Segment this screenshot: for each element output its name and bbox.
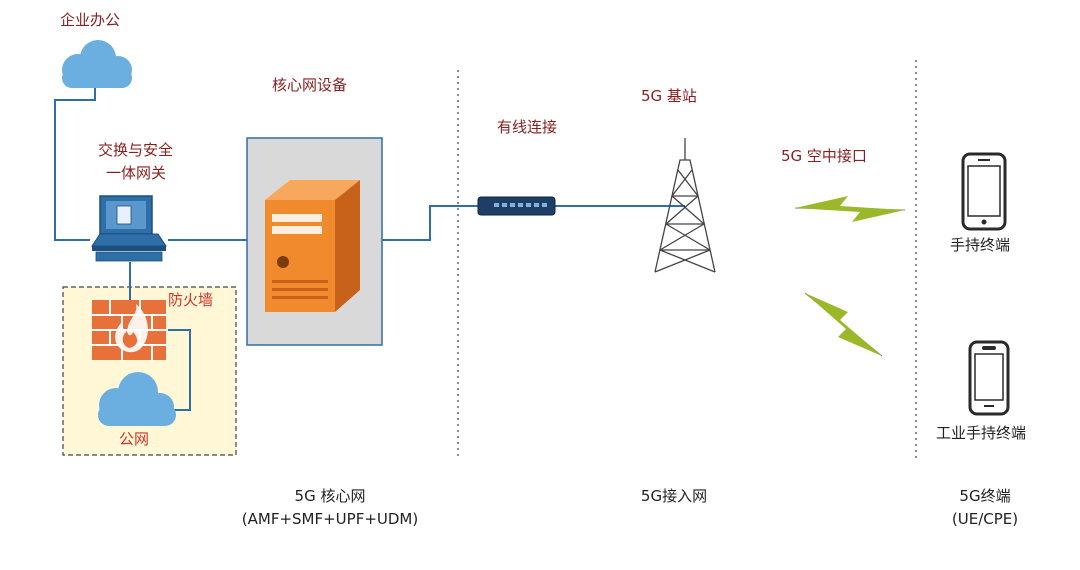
section-core-subtitle: (AMF+SMF+UPF+UDM) <box>241 510 419 528</box>
smartphone-icon <box>961 152 1007 231</box>
cloud-icon <box>62 40 132 88</box>
gateway-computer-icon <box>91 195 167 262</box>
label-industrial-handheld-terminal: 工业手持终端 <box>936 424 1027 442</box>
link-lines <box>54 88 685 411</box>
label-core-network-equipment: 核心网设备 <box>272 76 348 94</box>
lightning-icon <box>804 292 883 357</box>
tower-icon <box>654 138 716 273</box>
section-terminal-subtitle: (UE/CPE) <box>951 510 1019 528</box>
link-office-gateway <box>54 88 96 241</box>
section-terminal-title: 5G终端 <box>959 487 1011 505</box>
firewall-icon <box>92 300 166 360</box>
industrial-phone-icon <box>968 340 1010 416</box>
section-core-title: 5G 核心网 <box>294 487 366 505</box>
label-enterprise-office: 企业办公 <box>60 11 121 29</box>
lightning-icon <box>794 196 906 222</box>
server-icon <box>265 180 360 312</box>
label-firewall: 防火墙 <box>168 291 214 309</box>
label-gateway-line2: 一体网关 <box>106 164 167 182</box>
label-gateway-line1: 交换与安全 <box>98 141 174 159</box>
label-handheld-terminal: 手持终端 <box>950 236 1011 254</box>
cloud-icon <box>98 372 176 426</box>
link-core-switch <box>382 205 478 241</box>
label-wired-connection: 有线连接 <box>497 118 558 136</box>
switch-icon <box>477 196 556 216</box>
label-air-interface: 5G 空中接口 <box>781 147 867 165</box>
label-base-station: 5G 基站 <box>641 87 697 105</box>
label-public-network: 公网 <box>119 430 150 448</box>
section-access-title: 5G接入网 <box>640 487 708 505</box>
link-firewall-public <box>165 329 191 411</box>
